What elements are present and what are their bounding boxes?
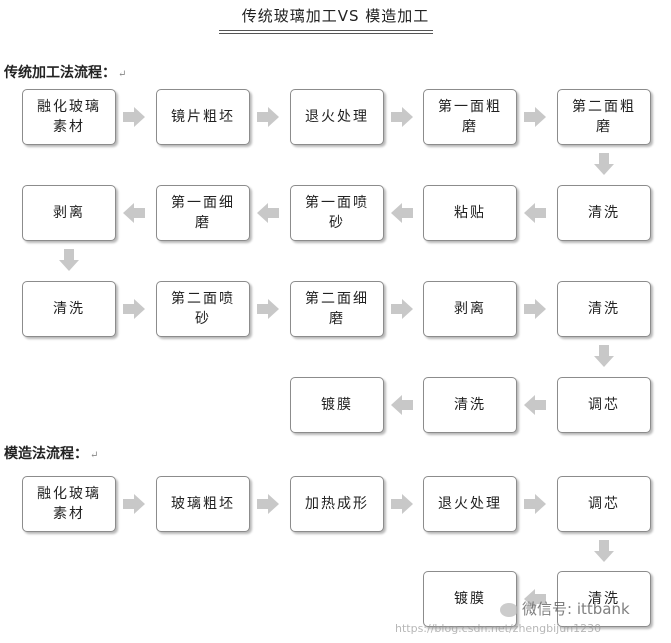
step-box: 融化玻璃素材 (22, 476, 116, 532)
step-label: 镀膜 (454, 591, 486, 607)
flow-arrow-right (123, 299, 145, 319)
step-label: 调芯 (588, 496, 620, 512)
flow-arrow-right (391, 299, 413, 319)
step-box: 镀膜 (290, 377, 384, 433)
flow-arrow-right (524, 107, 546, 127)
flow-arrow-left (391, 395, 413, 415)
step-box: 清洗 (557, 571, 651, 627)
step-box: 玻璃粗坯 (156, 476, 250, 532)
flow-arrow-right (257, 299, 279, 319)
step-label: 清洗 (588, 205, 620, 221)
flow-arrow-left (123, 203, 145, 223)
step-label: 退火处理 (438, 496, 502, 512)
step-box: 第二面粗磨 (557, 89, 651, 145)
wechat-watermark: 微信号: ittbank (500, 598, 630, 619)
flow-arrow-right (257, 494, 279, 514)
step-box: 剥离 (22, 185, 116, 241)
step-box: 粘贴 (423, 185, 517, 241)
step-label: 镜片粗坯 (171, 109, 235, 125)
step-box: 调芯 (557, 476, 651, 532)
flow-arrow-right (391, 107, 413, 127)
flow-arrow-down (594, 153, 614, 175)
step-label: 剥离 (53, 205, 85, 221)
diagram-title: 传统玻璃加工VS 模造加工 (241, 7, 430, 25)
flow-arrow-right (123, 494, 145, 514)
step-label: 清洗 (588, 301, 620, 317)
step-label: 第二面细磨 (305, 291, 369, 327)
molding-label-text: 模造法流程： (4, 446, 88, 462)
step-box: 第二面细磨 (290, 281, 384, 337)
step-box: 融化玻璃素材 (22, 89, 116, 145)
traditional-label-text: 传统加工法流程： (4, 65, 116, 81)
flow-arrow-left (524, 589, 546, 609)
paragraph-mark: ↵ (118, 69, 127, 80)
step-box: 清洗 (423, 377, 517, 433)
step-box: 清洗 (557, 281, 651, 337)
flow-arrow-left (391, 203, 413, 223)
step-box: 清洗 (557, 185, 651, 241)
step-label: 退火处理 (305, 109, 369, 125)
step-box: 剥离 (423, 281, 517, 337)
flow-arrow-left (524, 203, 546, 223)
step-label: 第一面细磨 (171, 195, 235, 231)
title-underline (219, 30, 433, 34)
flow-arrow-right (391, 494, 413, 514)
step-box: 镀膜 (423, 571, 517, 627)
flow-arrow-left (524, 395, 546, 415)
csdn-watermark: https://blog.csdn.net/zhengbijun1230 (395, 622, 602, 635)
step-box: 镜片粗坯 (156, 89, 250, 145)
step-box: 第一面喷砂 (290, 185, 384, 241)
flow-arrow-down (594, 540, 614, 562)
step-label: 加热成形 (305, 496, 369, 512)
flow-arrow-right (257, 107, 279, 127)
wechat-icon (500, 602, 518, 617)
step-box: 第一面粗磨 (423, 89, 517, 145)
step-label: 玻璃粗坯 (171, 496, 235, 512)
step-label: 融化玻璃素材 (37, 99, 101, 135)
step-label: 调芯 (588, 397, 620, 413)
step-box: 第二面喷砂 (156, 281, 250, 337)
step-label: 第一面喷砂 (305, 195, 369, 231)
step-box: 退火处理 (423, 476, 517, 532)
step-box: 第一面细磨 (156, 185, 250, 241)
flow-arrow-left (257, 203, 279, 223)
step-label: 镀膜 (321, 397, 353, 413)
paragraph-mark: ↵ (90, 450, 99, 461)
molding-section-label: 模造法流程：↵ (4, 443, 98, 463)
traditional-section-label: 传统加工法流程：↵ (4, 62, 126, 82)
step-label: 粘贴 (454, 205, 486, 221)
flow-arrow-down (59, 249, 79, 271)
step-box: 退火处理 (290, 89, 384, 145)
watermark-text: 微信号: ittbank (522, 600, 630, 618)
flow-arrow-right (123, 107, 145, 127)
step-box: 加热成形 (290, 476, 384, 532)
step-box: 清洗 (22, 281, 116, 337)
step-label: 剥离 (454, 301, 486, 317)
step-label: 清洗 (53, 301, 85, 317)
step-box: 调芯 (557, 377, 651, 433)
step-label: 第二面喷砂 (171, 291, 235, 327)
flow-arrow-down (594, 345, 614, 367)
step-label: 第一面粗磨 (438, 99, 502, 135)
flow-arrow-right (524, 299, 546, 319)
step-label: 清洗 (588, 591, 620, 607)
step-label: 第二面粗磨 (572, 99, 636, 135)
flow-arrow-right (524, 494, 546, 514)
step-label: 融化玻璃素材 (37, 486, 101, 522)
step-label: 清洗 (454, 397, 486, 413)
